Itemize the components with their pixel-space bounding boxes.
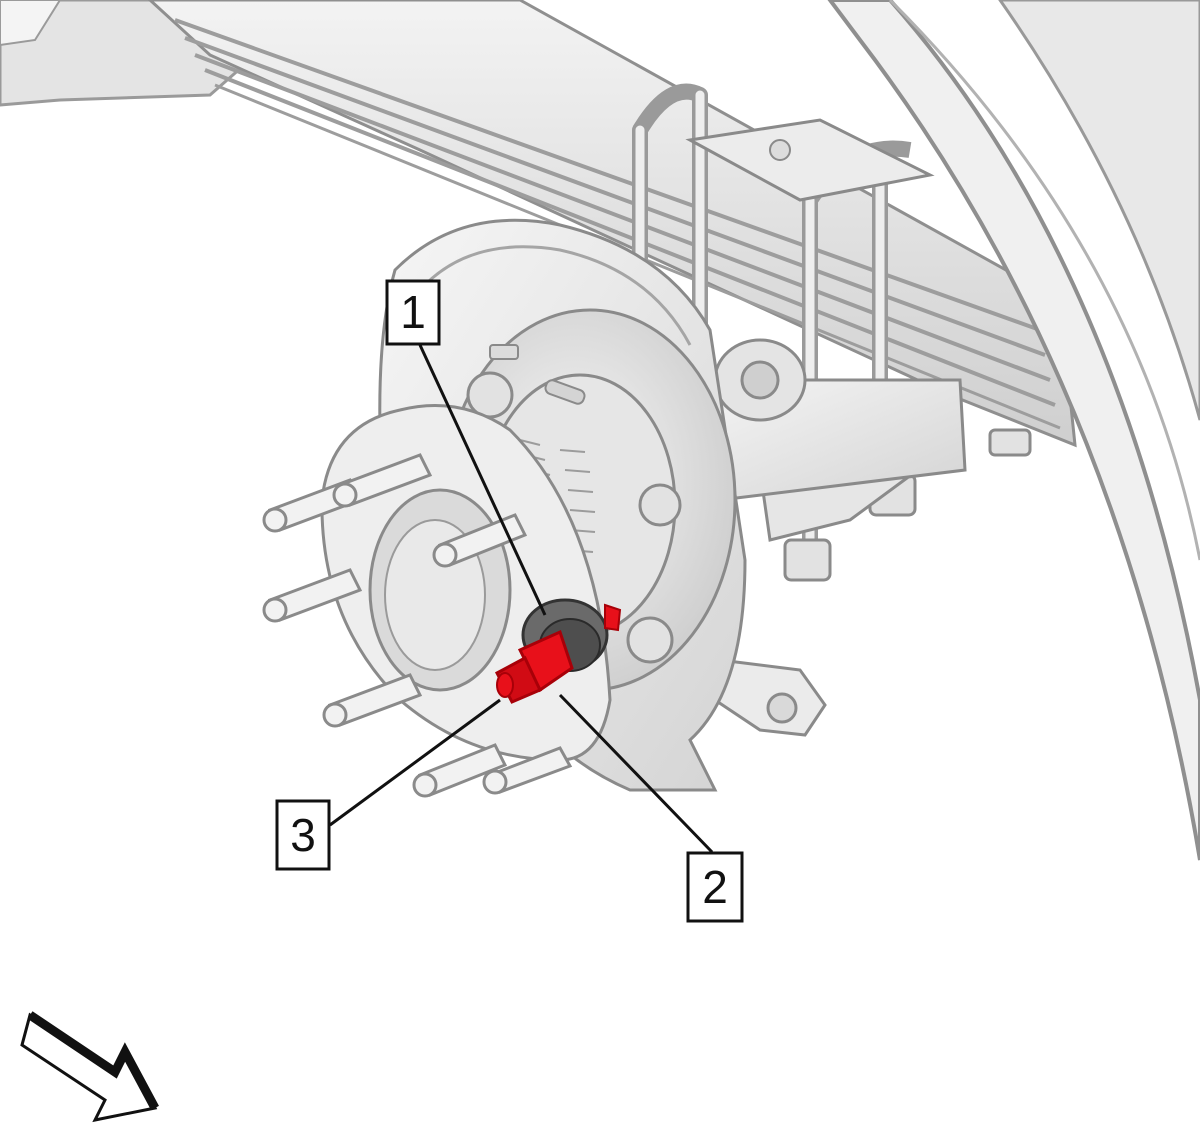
callout-label-2: 2 [702, 861, 728, 913]
callout-box-3 [275, 799, 331, 871]
leader-line-1 [418, 344, 547, 616]
sensor-connector [494, 655, 543, 704]
callout-box-2 [686, 851, 744, 923]
callout-2: 2 [686, 851, 744, 923]
leader-line-3 [329, 698, 501, 827]
view-direction-arrow-icon [20, 1011, 159, 1123]
callout-3: 3 [275, 799, 331, 871]
wheel-speed-sensor [494, 598, 622, 704]
leader-lines [329, 344, 714, 854]
axle-housing [677, 338, 967, 737]
callout-box-1 [385, 279, 441, 346]
leader-line-2 [558, 693, 714, 854]
callout-1: 1 [385, 279, 441, 346]
callout-label-1: 1 [400, 286, 426, 338]
callout-label-3: 3 [290, 809, 316, 861]
